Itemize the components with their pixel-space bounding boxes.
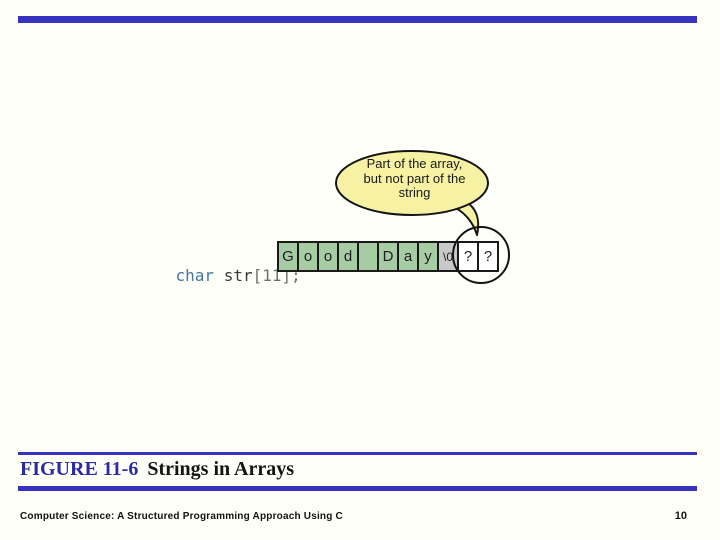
array-cell: D	[379, 243, 399, 270]
array-cell: o	[319, 243, 339, 270]
top-rule-bar	[18, 16, 697, 23]
array-cell: o	[299, 243, 319, 270]
array-cell: y	[419, 243, 439, 270]
unused-cells-highlight-circle	[452, 226, 510, 284]
figure-title: Strings in Arrays	[147, 458, 295, 480]
callout-line-2: but not part of the	[363, 170, 466, 186]
code-identifier: str	[214, 266, 253, 285]
array-cell	[359, 243, 379, 270]
callout-line-3: string	[398, 185, 431, 200]
array-cell: d	[339, 243, 359, 270]
callout-line-1: Part of the array,	[366, 156, 463, 171]
figure-caption: FIGURE 11-6 Strings in Arrays	[20, 458, 294, 481]
figure-label: FIGURE 11-6	[20, 458, 139, 480]
callout-bubble	[335, 150, 489, 236]
code-keyword: char	[175, 266, 215, 285]
caption-top-rule	[18, 452, 697, 455]
callout-text: Part of the array, but not part of the s…	[342, 156, 487, 201]
footer-book-title: Computer Science: A Structured Programmi…	[20, 511, 343, 522]
array-cell: a	[399, 243, 419, 270]
callout-ellipse	[335, 150, 489, 216]
footer-page-number: 10	[674, 510, 687, 522]
array-cell: G	[279, 243, 299, 270]
caption-bottom-rule	[18, 486, 697, 491]
